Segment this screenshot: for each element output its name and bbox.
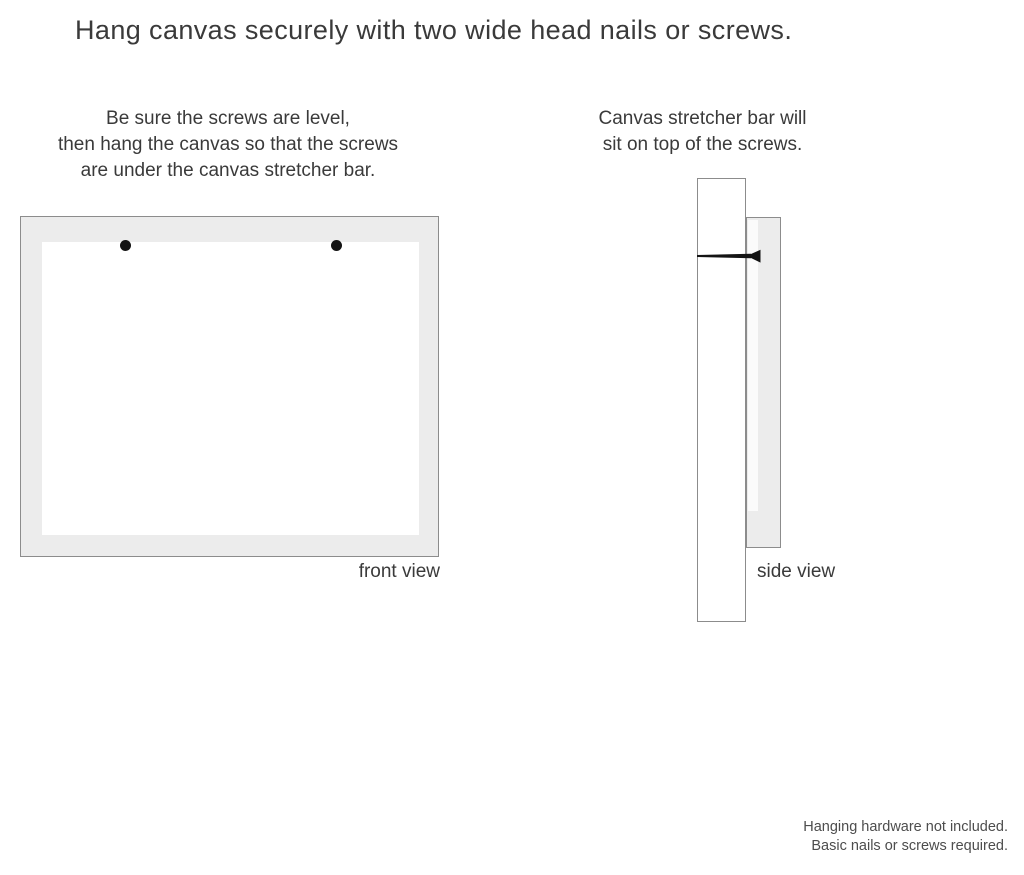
canvas-front-view-frame	[20, 216, 439, 557]
canvas-front-view-face	[42, 242, 419, 535]
instruction-line: then hang the canvas so that the screws	[57, 134, 399, 155]
nail-side-icon	[697, 249, 761, 263]
instruction-line: sit on top of the screws.	[602, 134, 803, 155]
disclaimer-line: Hanging hardware not included.	[803, 819, 1008, 835]
canvas-side-view	[746, 217, 781, 548]
stretcher-bar-side-view	[697, 178, 746, 622]
nail-head-dot-left	[120, 240, 131, 251]
canvas-side-view-face	[748, 220, 758, 511]
instruction-line: Canvas stretcher bar will	[598, 108, 807, 129]
instruction-line: are under the canvas stretcher bar.	[80, 160, 376, 181]
instruction-line: Be sure the screws are level,	[106, 108, 350, 129]
nail-head-dot-right	[331, 240, 342, 251]
page-title: Hang canvas securely with two wide head …	[75, 15, 793, 45]
side-view-instructions: Canvas stretcher bar will sit on top of …	[560, 106, 845, 158]
side-view-label: side view	[757, 561, 836, 582]
disclaimer-line: Basic nails or screws required.	[811, 838, 1008, 854]
front-view-instructions: Be sure the screws are level, then hang …	[18, 106, 438, 184]
front-view-label: front view	[358, 561, 440, 582]
hardware-disclaimer: Hanging hardware not included. Basic nai…	[688, 818, 1008, 856]
